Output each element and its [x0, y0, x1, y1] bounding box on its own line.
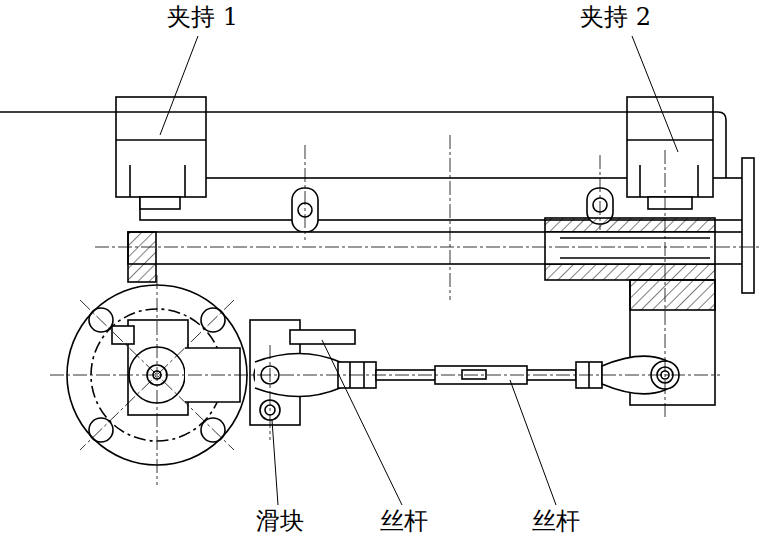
leader-lines — [160, 36, 678, 505]
part-label: 夹持 2 — [578, 4, 653, 30]
part-label: 滑块 — [254, 508, 306, 534]
part-label: 丝杆 — [378, 508, 430, 534]
part-label: 丝杆 — [530, 508, 582, 534]
part-label: 夹持 1 — [165, 4, 240, 30]
